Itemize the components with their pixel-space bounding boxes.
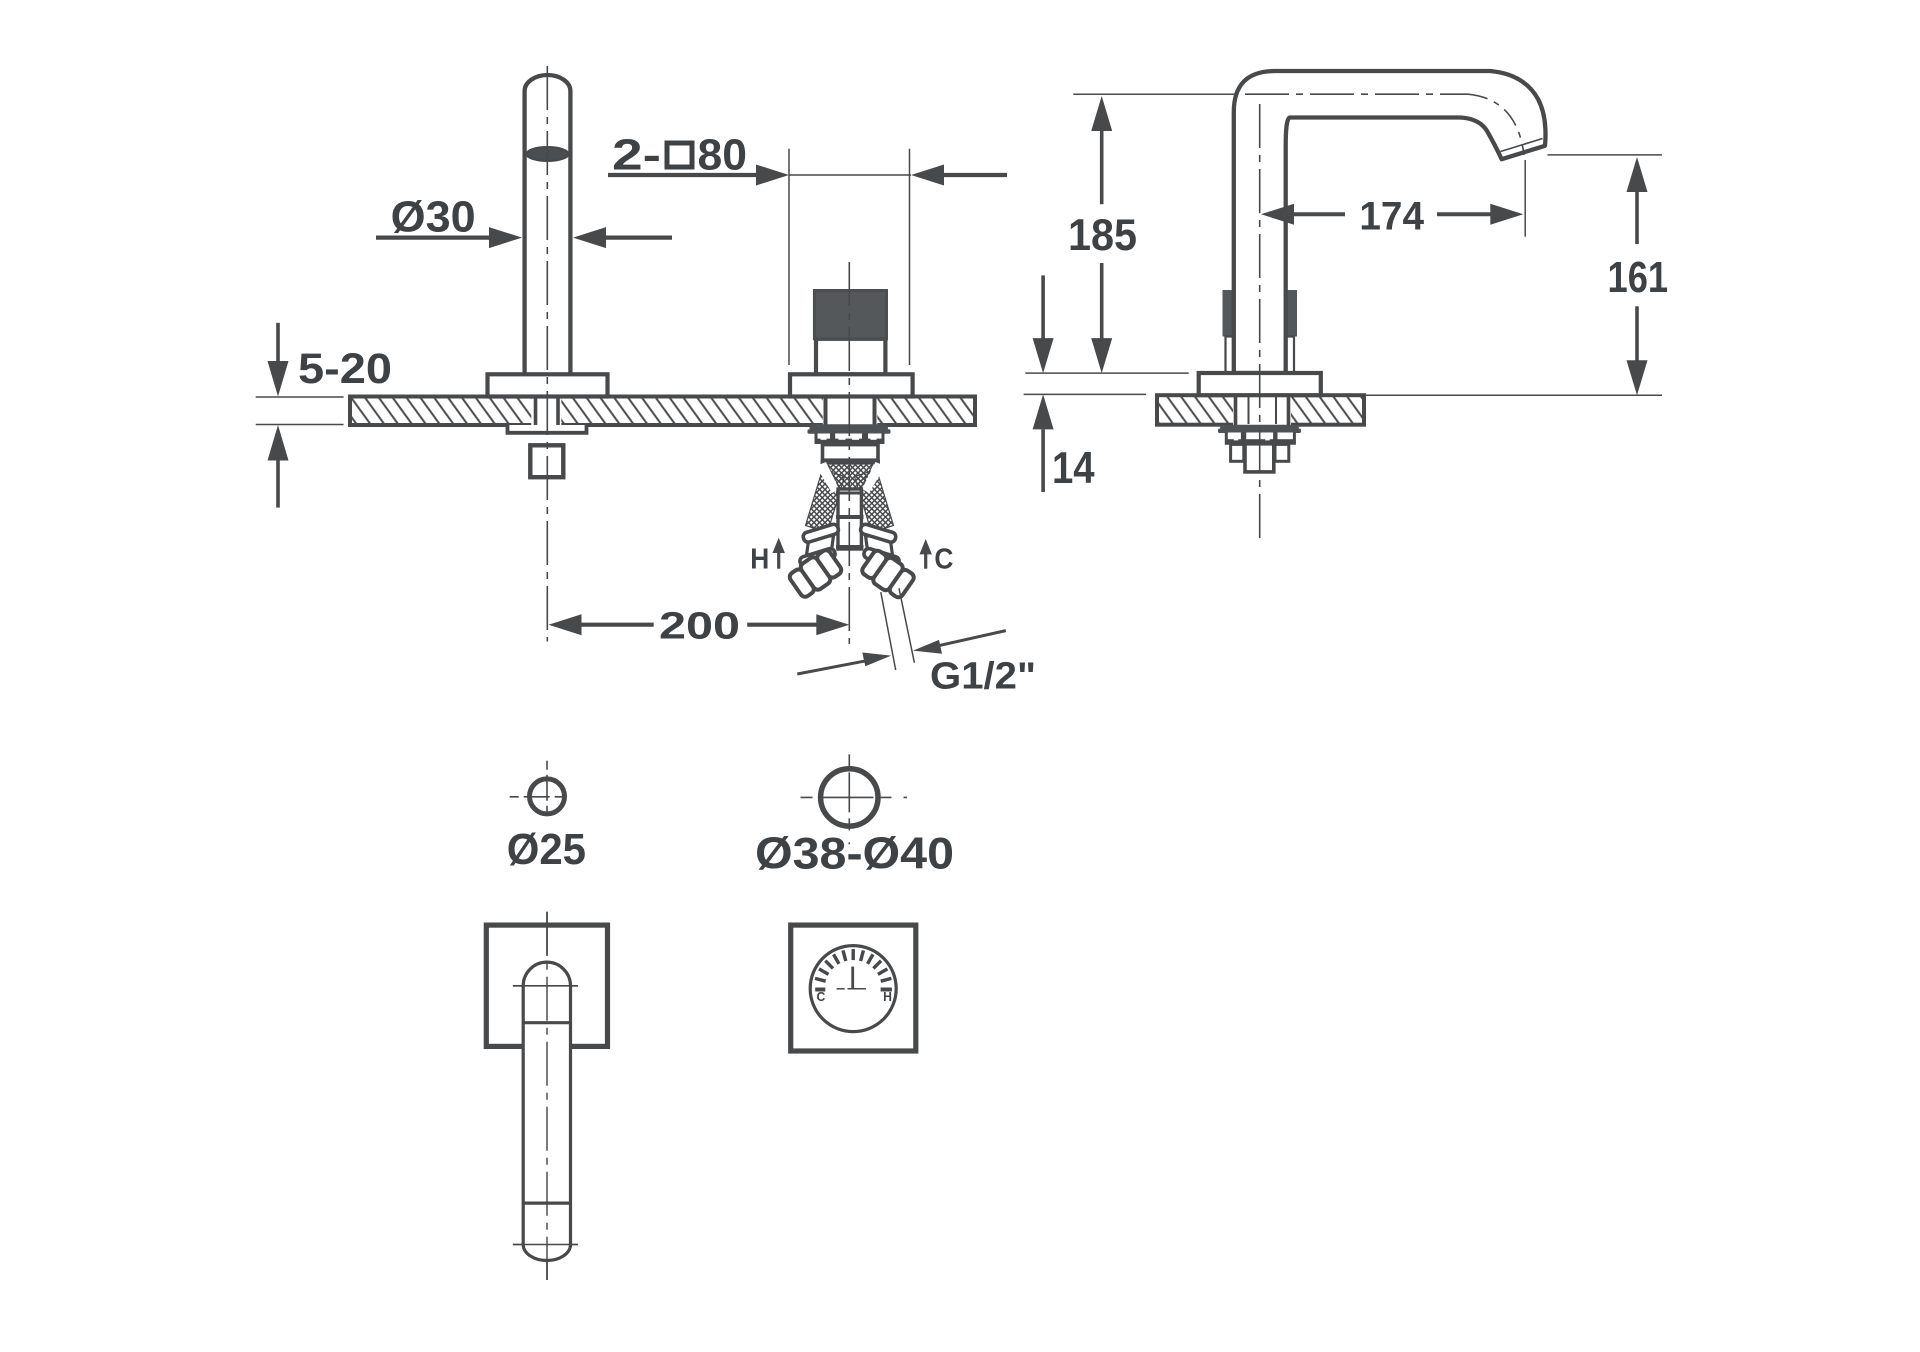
svg-text:174: 174 <box>1359 194 1424 238</box>
svg-text:H: H <box>883 990 892 1004</box>
svg-text:Ø25: Ø25 <box>507 825 586 874</box>
svg-text:H: H <box>750 544 769 576</box>
svg-text:80: 80 <box>698 131 748 180</box>
svg-text:G1/2": G1/2" <box>930 656 1036 698</box>
svg-text:161: 161 <box>1608 254 1669 302</box>
svg-text:185: 185 <box>1068 211 1137 260</box>
svg-text:C: C <box>934 544 953 576</box>
svg-text:Ø38-Ø40: Ø38-Ø40 <box>755 827 954 878</box>
svg-text:200: 200 <box>659 605 740 647</box>
svg-text:Ø30: Ø30 <box>391 192 476 241</box>
svg-text:14: 14 <box>1052 444 1095 493</box>
svg-text:2-: 2- <box>612 131 661 180</box>
svg-text:5-20: 5-20 <box>298 345 392 393</box>
svg-text:C: C <box>817 990 826 1004</box>
